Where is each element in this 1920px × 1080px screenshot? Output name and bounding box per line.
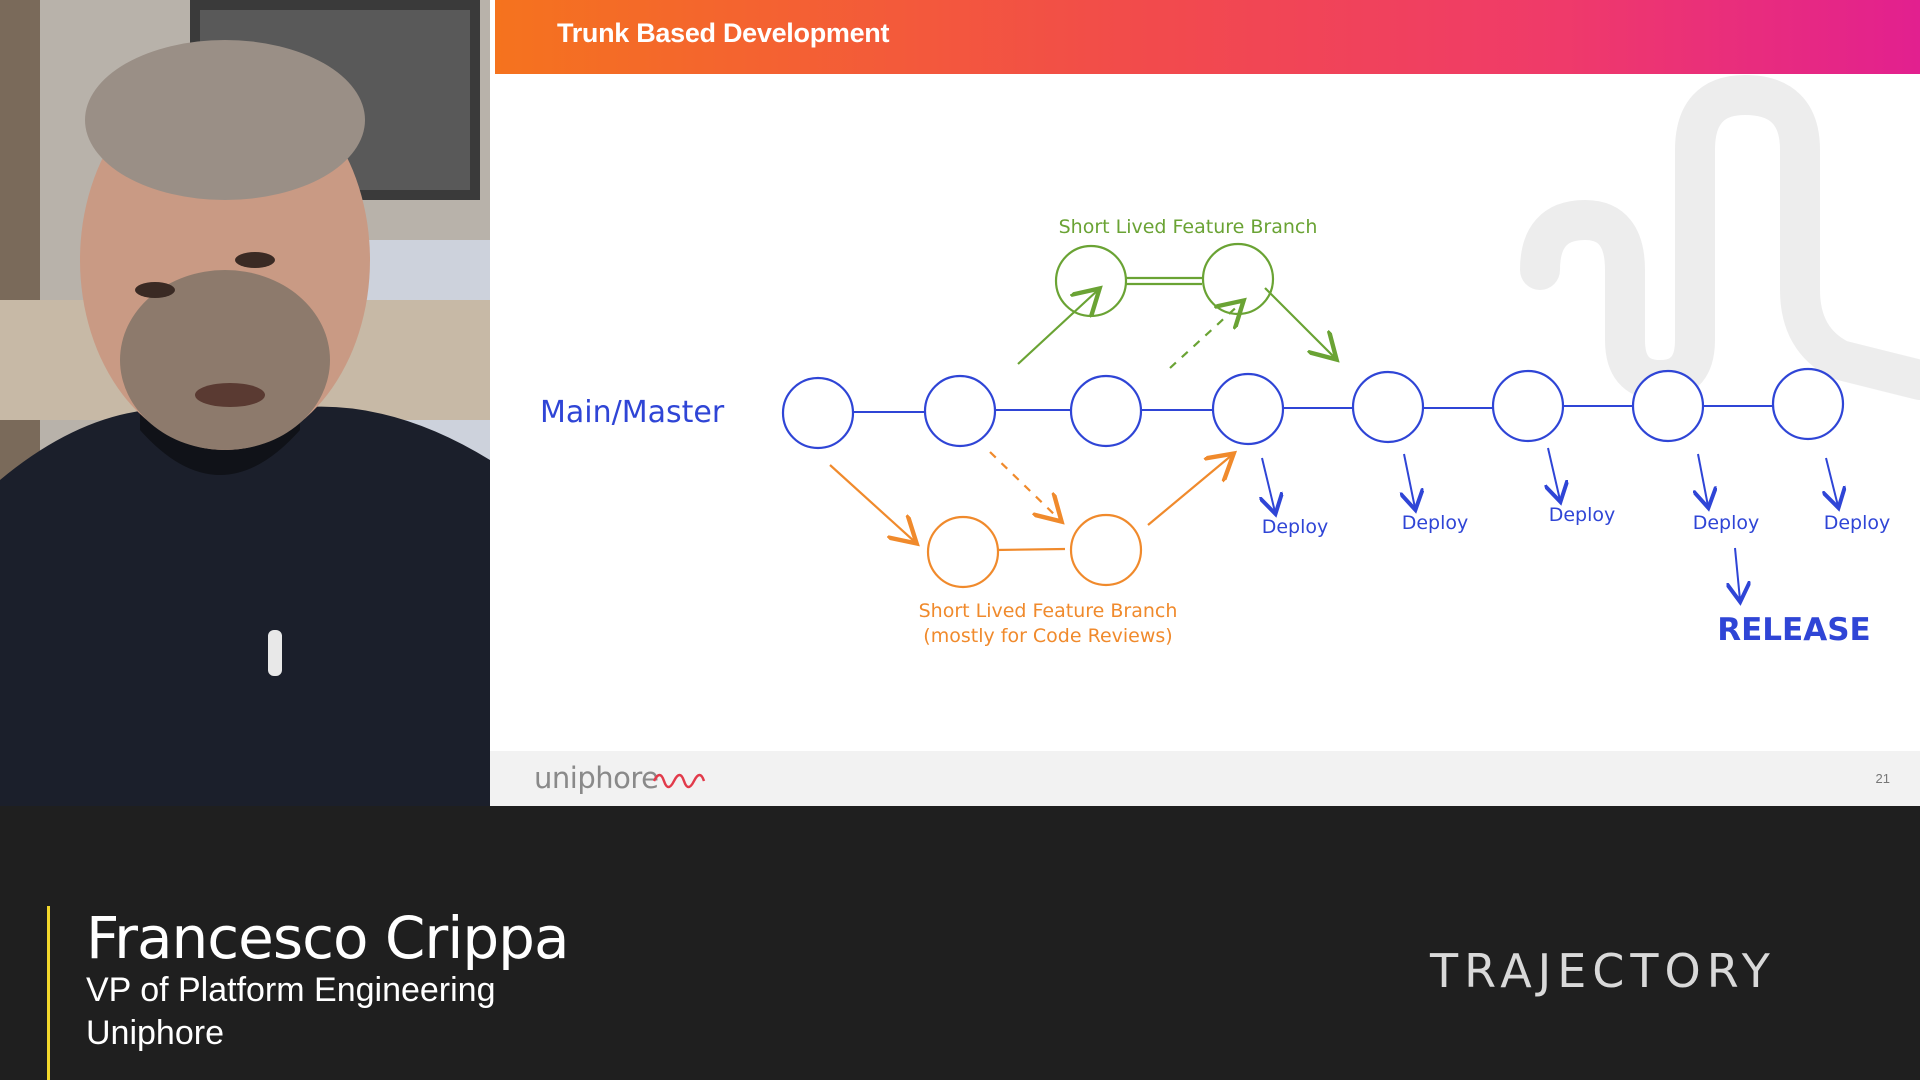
deploy-label: Deploy: [1693, 512, 1760, 534]
event-brand-logo: TRAJECTORY: [1430, 944, 1776, 998]
speaker-name: Francesco Crippa: [86, 904, 570, 972]
speaker-video-frame: [0, 0, 490, 806]
uniphore-wave-icon: [652, 773, 706, 789]
commit-node: [781, 376, 855, 450]
page-number: 21: [1875, 771, 1890, 786]
main-commits: [781, 367, 1845, 450]
green-branch: [1017, 242, 1335, 369]
slide-title: Trunk Based Development: [557, 18, 890, 48]
commit-node: [1491, 369, 1565, 443]
main-label: Main/Master: [540, 395, 725, 430]
deploy-arrows: [1262, 447, 1838, 600]
commit-node: [1069, 513, 1143, 587]
commit-node: [926, 515, 1000, 589]
deploy-label: Deploy: [1824, 512, 1891, 534]
commit-node: [1069, 374, 1143, 448]
commit-node: [1351, 370, 1425, 444]
slide-header-bar: Trunk Based Development: [495, 0, 1920, 74]
commit-node: [1631, 369, 1705, 443]
trunk-diagram: Main/Master Short Lived Feature Branch S…: [540, 74, 1920, 648]
commit-node: [1201, 242, 1275, 316]
orange-branch-sublabel: (mostly for Code Reviews): [923, 625, 1172, 647]
presentation-slide: Trunk Based Development: [490, 0, 1920, 806]
commit-node: [1771, 367, 1845, 441]
deploy-label: Deploy: [1402, 512, 1469, 534]
deploy-label: Deploy: [1262, 516, 1329, 538]
commit-node: [1211, 372, 1285, 446]
commit-node: [923, 374, 997, 448]
green-branch-label: Short Lived Feature Branch: [1059, 216, 1318, 238]
main-line: [853, 405, 1773, 413]
release-label: RELEASE: [1717, 612, 1870, 648]
accent-bar: [47, 906, 50, 1080]
orange-branch: [829, 452, 1232, 589]
orange-branch-label: Short Lived Feature Branch: [919, 600, 1178, 622]
deploy-label: Deploy: [1549, 504, 1616, 526]
slide-footer: uniphore 21: [490, 751, 1920, 806]
speaker-title: VP of Platform Engineering: [86, 971, 496, 1009]
lower-third: Francesco Crippa VP of Platform Engineer…: [0, 806, 1920, 1080]
uniphore-logo: uniphore: [534, 761, 659, 795]
webcam-video: [0, 0, 490, 806]
commit-node: [1054, 244, 1128, 318]
speaker-company: Uniphore: [86, 1014, 224, 1052]
watermark-squiggle: [1520, 74, 1920, 401]
